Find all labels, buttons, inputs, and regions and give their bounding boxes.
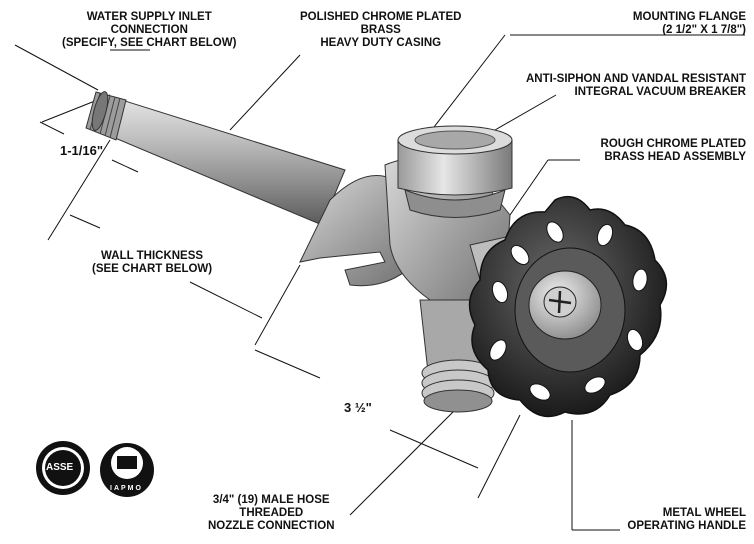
asse-logo-text: ASSE [46, 462, 74, 473]
vacuum-breaker-label: ANTI-SIPHON AND VANDAL RESISTANT INTEGRA… [526, 73, 746, 98]
iapmo-logo [100, 443, 154, 497]
wheel-handle [468, 195, 668, 418]
diameter-dimension: 1-1/16" [60, 143, 104, 158]
iapmo-logo-text: IAPMO [110, 485, 143, 492]
asse-logo [36, 441, 90, 495]
nozzle-threads [421, 359, 495, 413]
wheel-handle-label: METAL WHEEL OPERATING HANDLE [627, 507, 746, 532]
vacuum-breaker-cap [397, 125, 513, 218]
inlet-label: WATER SUPPLY INLET CONNECTION (SPECIFY, … [62, 11, 237, 49]
casing-label: POLISHED CHROME PLATED BRASS HEAVY DUTY … [300, 11, 462, 49]
flange-label: MOUNTING FLANGE (2 1/2" x 1 7/8") [632, 11, 746, 36]
head-assembly-label: ROUGH CHROME PLATED BRASS HEAD ASSEMBLY [600, 138, 746, 163]
screw-slot [548, 290, 572, 314]
wall-thickness-label: WALL THICKNESS (SEE CHART BELOW) [92, 250, 213, 275]
length-dimension: 3 ½" [344, 400, 372, 415]
supply-pipe [85, 91, 346, 226]
nozzle-label: 3/4" (19) MALE HOSE THREADED NOZZLE CONN… [208, 494, 335, 532]
